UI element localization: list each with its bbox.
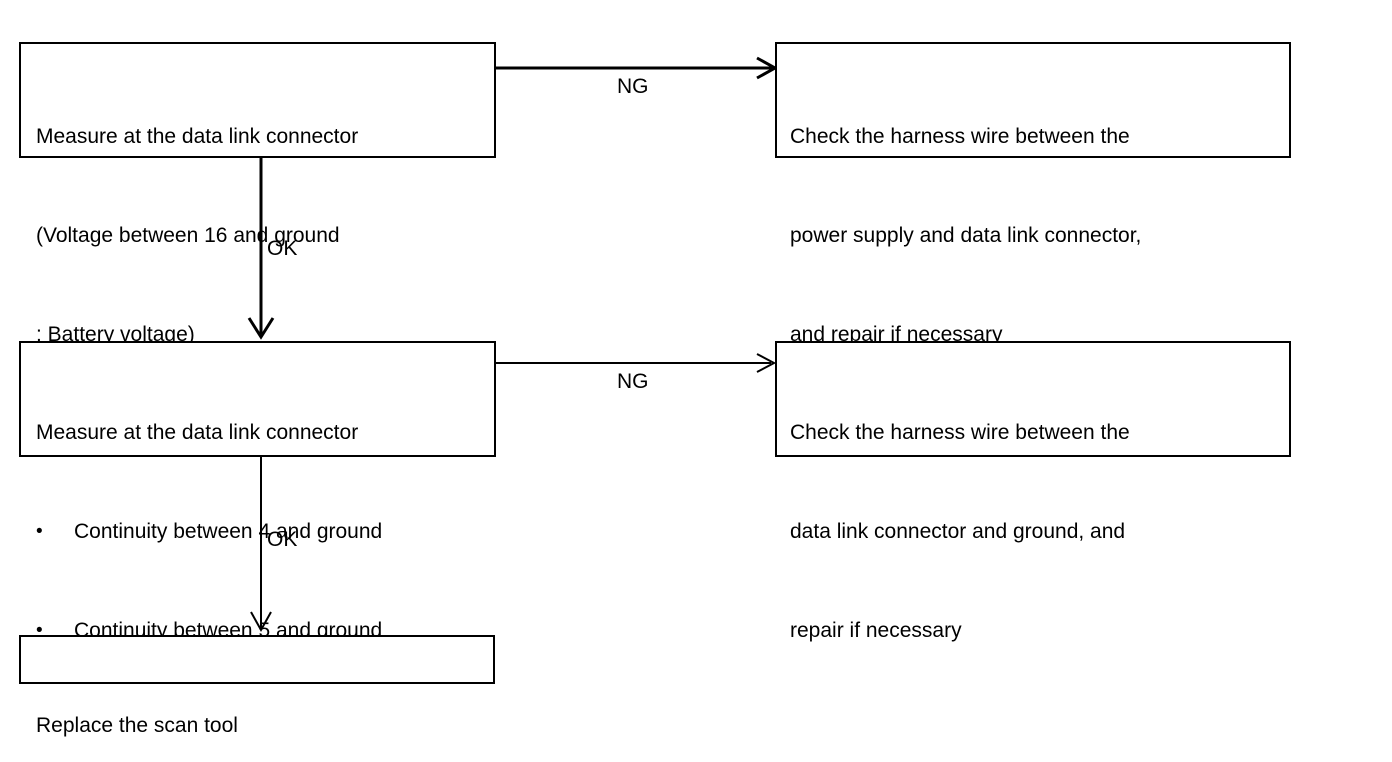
node-check-power-harness-line-2: power supply and data link connector, xyxy=(790,224,1142,247)
edge-label-ok-mid: OK xyxy=(267,528,298,551)
edge-label-ok-top: OK xyxy=(267,237,298,260)
node-check-power-harness[interactable]: Check the harness wire between the power… xyxy=(775,42,1291,346)
bullet-icon: • xyxy=(36,521,43,542)
node-measure-voltage-line-3: : Battery voltage) xyxy=(36,323,195,346)
node-measure-voltage-line-1: Measure at the data link connector xyxy=(36,125,359,148)
node-measure-voltage-line-2: (Voltage between 16 and ground xyxy=(36,224,340,247)
edge-label-ng-top: NG xyxy=(617,75,649,98)
node-replace-scan-tool-line-1: Replace the scan tool xyxy=(36,714,238,737)
node-measure-voltage[interactable]: Measure at the data link connector (Volt… xyxy=(19,42,496,346)
node-measure-continuity[interactable]: Measure at the data link connector • Con… xyxy=(19,341,496,642)
node-check-ground-harness-line-1: Check the harness wire between the xyxy=(790,421,1130,444)
node-check-ground-harness-line-2: data link connector and ground, and xyxy=(790,520,1126,543)
node-measure-continuity-bullet-1: • Continuity between 4 and ground xyxy=(36,515,490,548)
edge-label-ng-mid: NG xyxy=(617,370,649,393)
node-measure-continuity-bullet-1-text: Continuity between 4 and ground xyxy=(74,520,383,543)
edge-ng-top-arrowhead xyxy=(756,56,779,80)
node-check-power-harness-line-1: Check the harness wire between the xyxy=(790,125,1130,148)
node-check-ground-harness[interactable]: Check the harness wire between the data … xyxy=(775,341,1291,642)
edge-ng-mid-arrowhead xyxy=(756,353,777,373)
bullet-icon: • xyxy=(36,620,43,641)
node-check-ground-harness-line-3: repair if necessary xyxy=(790,619,962,642)
node-check-power-harness-line-3: and repair if necessary xyxy=(790,323,1003,346)
node-replace-scan-tool[interactable]: Replace the scan tool xyxy=(19,635,495,737)
node-measure-continuity-heading: Measure at the data link connector xyxy=(36,421,359,444)
